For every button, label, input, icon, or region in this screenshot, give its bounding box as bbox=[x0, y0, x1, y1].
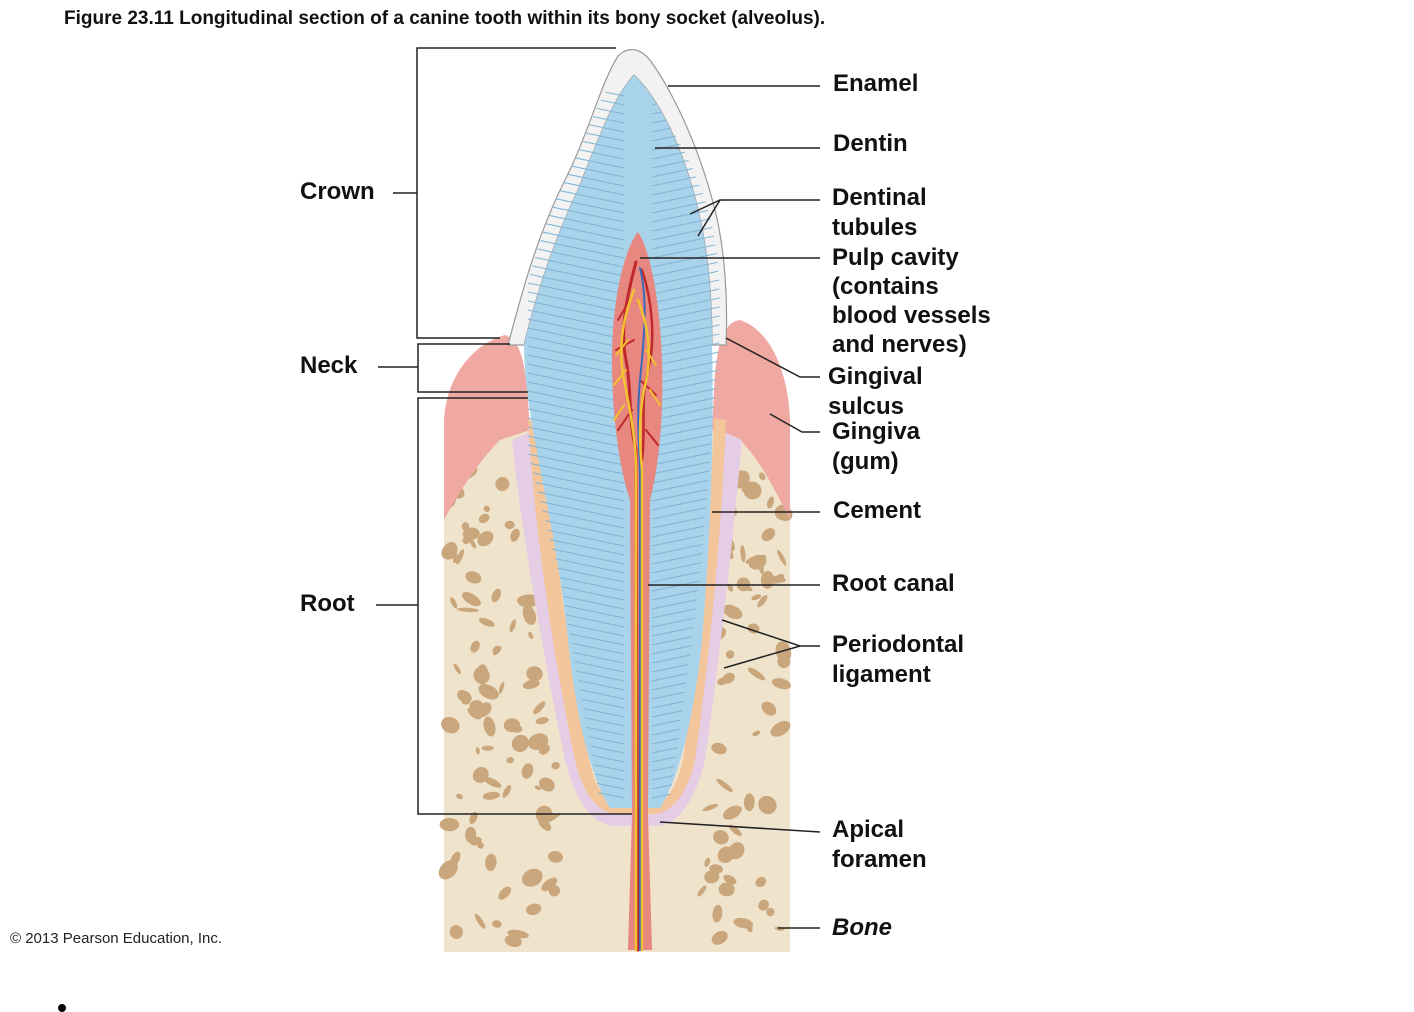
leader-lines bbox=[640, 85, 821, 929]
copyright-notice: © 2013 Pearson Education, Inc. bbox=[10, 930, 223, 947]
region-label-neck: Neck bbox=[300, 352, 358, 379]
label-gingiva: Gingiva(gum) bbox=[832, 418, 921, 475]
blood-vessels-and-nerves bbox=[613, 260, 661, 952]
region-label-crown: Crown bbox=[300, 178, 375, 205]
bullet-point bbox=[58, 1004, 66, 1012]
label-dentin: Dentin bbox=[833, 130, 908, 157]
region-label-root: Root bbox=[300, 590, 355, 617]
gingiva-left bbox=[444, 335, 530, 520]
cement-layer bbox=[528, 418, 726, 814]
label-root-canal: Root canal bbox=[832, 570, 955, 597]
label-cement: Cement bbox=[833, 497, 922, 524]
label-enamel: Enamel bbox=[833, 70, 919, 97]
label-bone: Bone bbox=[832, 914, 892, 941]
bone-spots bbox=[438, 467, 793, 948]
gingiva-right bbox=[712, 320, 790, 520]
figure-caption: Figure 23.11 Longitudinal section of a c… bbox=[64, 8, 826, 29]
region-brackets bbox=[376, 47, 632, 815]
